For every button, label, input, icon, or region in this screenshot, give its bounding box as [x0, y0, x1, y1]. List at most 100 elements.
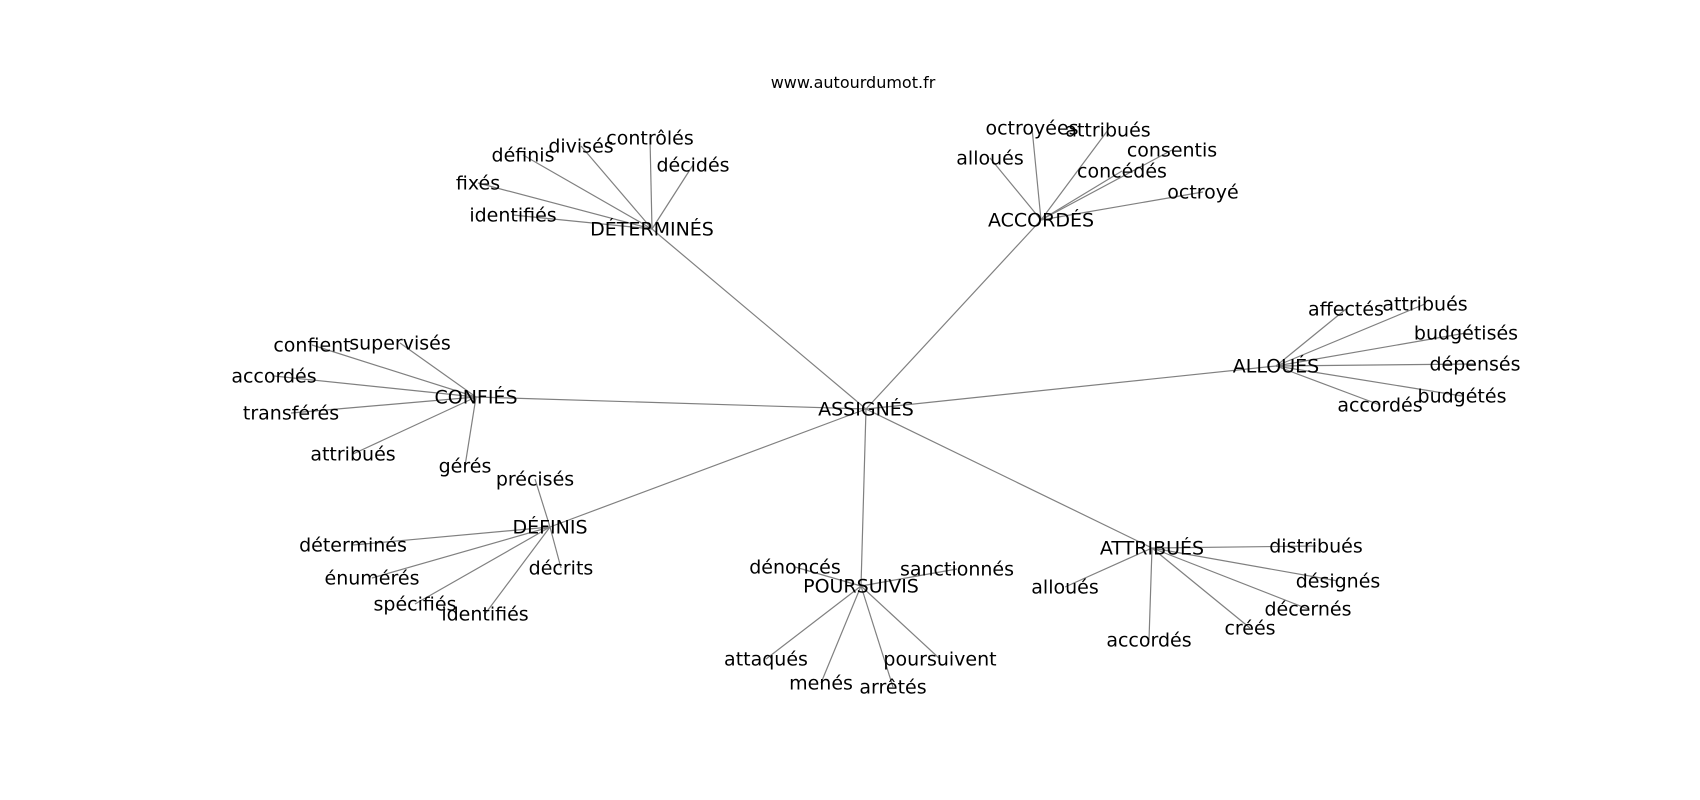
- edge-definis-precises: [534, 478, 551, 528]
- edge-center-confies: [475, 396, 867, 410]
- node-leaf-determines-identifies[interactable]: identifiés: [469, 205, 556, 227]
- node-leaf-accordes-attribues[interactable]: attribués: [1065, 120, 1150, 142]
- node-leaf-determines-controles[interactable]: contrôlés: [606, 128, 693, 150]
- node-center-assignes[interactable]: ASSIGNÉS: [818, 398, 914, 421]
- edge-determines-divises: [580, 145, 653, 230]
- edge-definis-identifies: [484, 526, 551, 615]
- node-leaf-attribues-distribues[interactable]: distribués: [1269, 536, 1362, 558]
- node-leaf-confies-geres[interactable]: gérés: [439, 456, 492, 478]
- edge-attribues-crees: [1151, 547, 1251, 629]
- edge-confies-supervises: [399, 342, 477, 398]
- node-leaf-poursuivis-menes[interactable]: menés: [789, 673, 853, 695]
- node-leaf-attribues-alloues[interactable]: alloués: [1031, 577, 1098, 599]
- node-hub-determines[interactable]: DÉTERMINÉS: [590, 218, 714, 241]
- edge-determines-controles: [649, 137, 653, 230]
- edge-center-poursuivis: [860, 408, 867, 587]
- edge-center-definis: [549, 408, 867, 528]
- node-hub-accordes[interactable]: ACCORDÉS: [988, 209, 1094, 232]
- node-leaf-accordes-octroye[interactable]: octroyé: [1167, 182, 1238, 204]
- label-layer: ASSIGNÉS DÉTERMINÉS définisdiviséscontrôlé…: [231, 118, 1520, 699]
- edge-determines-decides: [651, 164, 694, 230]
- edge-center-accordes: [865, 219, 1042, 410]
- edge-poursuivis-attaques: [765, 585, 862, 660]
- edge-poursuivis-poursuivent: [860, 585, 941, 660]
- edge-confies-geres: [464, 396, 477, 467]
- edge-determines-fixes: [477, 182, 653, 230]
- edge-center-alloues: [865, 365, 1277, 410]
- edge-accordes-attribues: [1040, 129, 1109, 221]
- node-leaf-confies-supervises[interactable]: supervisés: [349, 333, 451, 355]
- node-leaf-definis-decrits[interactable]: décrits: [529, 558, 594, 580]
- edge-definis-enumeres: [371, 526, 551, 579]
- source-url: www.autourdumot.fr: [771, 73, 936, 92]
- node-leaf-alloues-affectes[interactable]: affectés: [1308, 299, 1384, 321]
- edge-attribues-distribues: [1151, 545, 1317, 549]
- node-leaf-attribues-accordes[interactable]: accordés: [1106, 630, 1191, 652]
- edge-alloues-attribues: [1275, 303, 1426, 367]
- node-leaf-attribues-designes[interactable]: désignés: [1296, 571, 1381, 593]
- edge-attribues-designes: [1151, 547, 1339, 582]
- node-leaf-definis-precises[interactable]: précisés: [496, 469, 574, 491]
- node-hub-confies[interactable]: CONFIÉS: [434, 386, 517, 409]
- edge-accordes-octroye: [1040, 191, 1204, 221]
- edge-poursuivis-arretes: [860, 585, 894, 688]
- edge-definis-specifies: [414, 526, 551, 605]
- node-leaf-definis-identifies[interactable]: identifiés: [441, 604, 528, 626]
- edge-center-attribues: [865, 408, 1153, 549]
- node-leaf-poursuivis-arretes[interactable]: arrêtés: [859, 677, 926, 699]
- node-hub-alloues[interactable]: ALLOUÉS: [1233, 355, 1319, 378]
- edge-accordes-consentis: [1040, 149, 1173, 221]
- edge-poursuivis-denonces: [794, 566, 862, 587]
- node-leaf-alloues-budgetises[interactable]: budgétisés: [1414, 323, 1518, 345]
- node-leaf-alloues-depenses[interactable]: dépensés: [1429, 354, 1520, 376]
- node-leaf-poursuivis-sanctionnes[interactable]: sanctionnés: [900, 559, 1014, 581]
- edge-alloues-affectes: [1275, 308, 1347, 367]
- node-leaf-poursuivis-poursuivent[interactable]: poursuivent: [883, 649, 996, 671]
- node-hub-attribues[interactable]: ATTRIBUÉS: [1100, 537, 1204, 560]
- edge-accordes-concedes: [1040, 170, 1123, 221]
- edge-confies-attribues: [352, 396, 477, 455]
- node-leaf-accordes-concedes[interactable]: concédés: [1077, 161, 1167, 183]
- edge-determines-identifies: [512, 214, 653, 230]
- edge-alloues-accordes: [1275, 365, 1381, 406]
- node-leaf-definis-determines[interactable]: déterminés: [299, 535, 407, 557]
- edge-attribues-decernes: [1151, 547, 1309, 610]
- edge-determines-definis: [522, 154, 653, 230]
- node-leaf-poursuivis-denonces[interactable]: dénoncés: [749, 557, 841, 579]
- edge-poursuivis-sanctionnes: [860, 568, 958, 587]
- node-hub-definis[interactable]: DÉFINIS: [512, 516, 587, 539]
- edge-layer: [273, 127, 1476, 688]
- edge-confies-accordes: [273, 375, 477, 398]
- edge-attribues-accordes: [1148, 547, 1153, 641]
- node-leaf-attribues-crees[interactable]: créés: [1224, 618, 1275, 640]
- node-leaf-alloues-accordes[interactable]: accordés: [1337, 395, 1422, 417]
- node-leaf-determines-definis[interactable]: définis: [492, 145, 555, 167]
- edge-alloues-budgetes: [1275, 365, 1463, 397]
- node-hub-poursuivis[interactable]: POURSUIVIS: [803, 576, 919, 598]
- node-leaf-confies-accordes[interactable]: accordés: [231, 366, 316, 388]
- node-leaf-accordes-consentis[interactable]: consentis: [1127, 140, 1217, 162]
- node-leaf-confies-transferes[interactable]: transférés: [243, 403, 339, 425]
- edge-confies-confient: [311, 344, 477, 398]
- node-leaf-accordes-alloues[interactable]: alloués: [956, 148, 1023, 170]
- node-leaf-attribues-decernes[interactable]: décernés: [1265, 599, 1352, 621]
- node-leaf-definis-enumeres[interactable]: énumérés: [325, 568, 420, 590]
- node-leaf-alloues-budgetes[interactable]: budgétés: [1418, 386, 1507, 408]
- node-leaf-poursuivis-attaques[interactable]: attaqués: [724, 649, 808, 671]
- node-leaf-alloues-attribues[interactable]: attribués: [1382, 294, 1467, 316]
- edge-alloues-depenses: [1275, 363, 1476, 367]
- node-leaf-determines-fixes[interactable]: fixés: [456, 173, 500, 195]
- edge-alloues-budgetises: [1275, 332, 1467, 367]
- node-leaf-definis-specifies[interactable]: spécifiés: [374, 594, 457, 616]
- edge-definis-decrits: [549, 526, 562, 569]
- node-leaf-accordes-octroyees[interactable]: octroyées: [985, 118, 1078, 140]
- edge-accordes-octroyees: [1031, 127, 1042, 221]
- edge-center-determines: [651, 228, 867, 410]
- node-leaf-determines-divises[interactable]: divisés: [548, 136, 613, 158]
- node-leaf-determines-decides[interactable]: décidés: [656, 155, 729, 177]
- node-leaf-confies-attribues[interactable]: attribués: [310, 444, 395, 466]
- edge-accordes-alloues: [989, 157, 1042, 221]
- node-leaf-confies-confient[interactable]: confient: [273, 335, 350, 357]
- edge-confies-transferes: [290, 396, 477, 414]
- edge-attribues-alloues: [1064, 547, 1153, 588]
